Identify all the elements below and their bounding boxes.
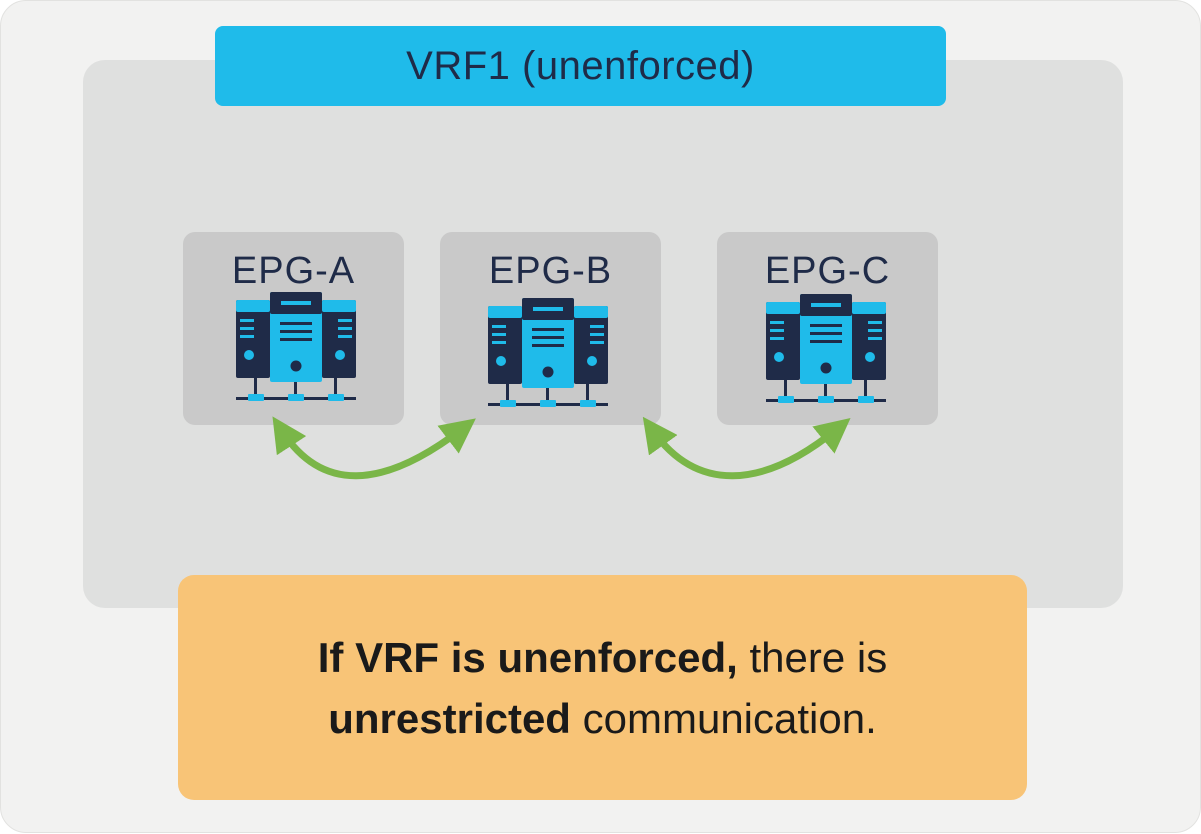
epg-a-label: EPG-A (231, 250, 356, 292)
server-cluster-icon (236, 292, 356, 408)
note-line2-rest: communication. (570, 695, 877, 742)
epg-a-box: EPG-A (183, 232, 404, 425)
epg-b-label: EPG-B (488, 250, 613, 292)
server-cluster-icon (488, 298, 608, 414)
vrf-title-text: VRF1 (unenforced) (406, 43, 755, 88)
note-callout: If VRF is unenforced, there is unrestric… (178, 575, 1027, 800)
note-line2-bold: unrestricted (328, 695, 571, 742)
note-line1-rest: there is (737, 634, 888, 681)
note-line1-bold: If VRF is unenforced, (317, 634, 738, 681)
epg-b-box: EPG-B (440, 232, 661, 425)
epg-c-box: EPG-C (717, 232, 938, 425)
server-cluster-icon (766, 294, 886, 410)
vrf-title: VRF1 (unenforced) (215, 26, 946, 106)
note-text: If VRF is unenforced, there is unrestric… (178, 627, 1027, 749)
epg-c-label: EPG-C (764, 250, 891, 292)
